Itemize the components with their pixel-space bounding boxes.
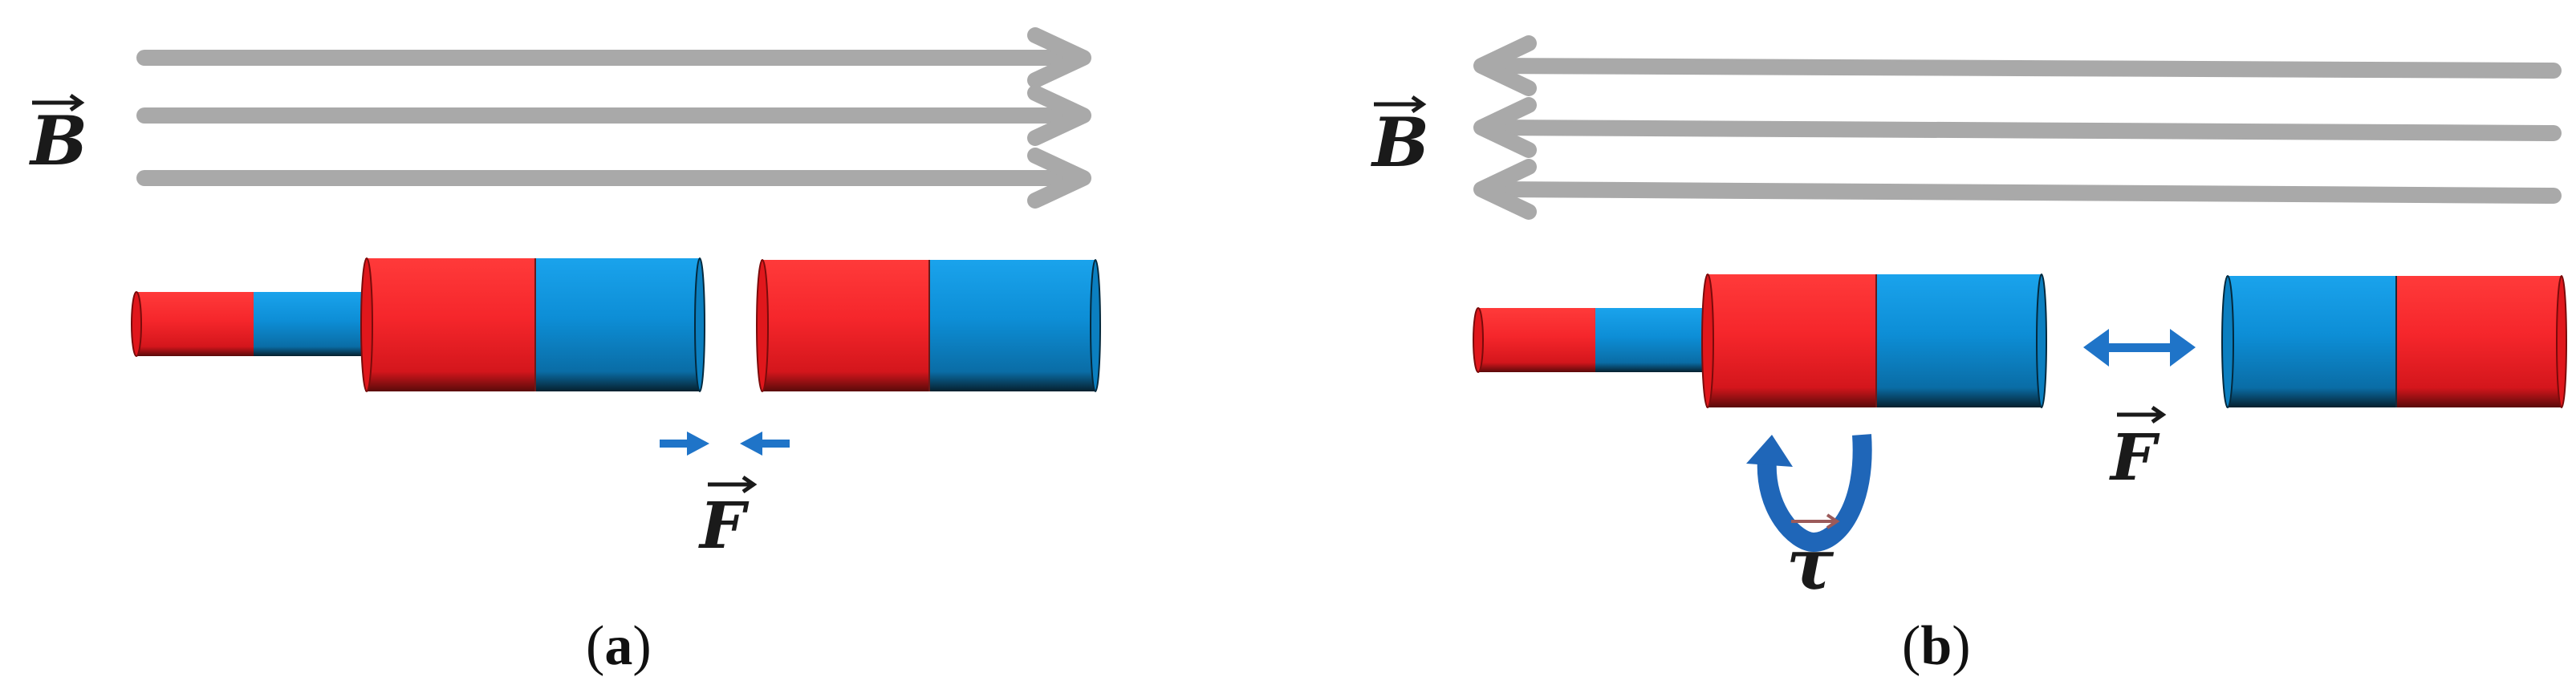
large-magnet-blue-segment: [535, 258, 700, 391]
magnet-right-b: [2221, 275, 2567, 408]
force-symbol-a: F: [698, 475, 758, 563]
field-symbol-a: B: [29, 93, 87, 180]
large-magnet-right-face: [2036, 274, 2047, 408]
magnet-blue-segment: [929, 260, 1095, 391]
force-vector-label: F: [2109, 419, 2160, 495]
attraction-arrows: [660, 432, 790, 456]
field-arrow-right: [136, 85, 1091, 146]
magnet-left-face: [756, 259, 769, 392]
torque-symbol: τ: [1786, 513, 1840, 606]
field-arrow-left: [1473, 97, 2562, 158]
small-magnet-red-segment: [135, 292, 254, 356]
magnet-blue-segment: [2226, 276, 2396, 407]
field-lines-b: [1473, 35, 2562, 220]
field-lines-a: [136, 27, 1091, 209]
large-magnet-end-cap: [1701, 274, 1714, 408]
vector-arrow-icon: [1791, 513, 1840, 529]
magnet-right-face: [2556, 275, 2567, 408]
arrow-left-icon: [740, 432, 790, 456]
vector-arrow-icon: [708, 475, 758, 494]
small-magnet-blue-segment: [254, 292, 366, 356]
large-magnet-right-face: [694, 257, 705, 392]
field-arrow-right: [136, 148, 1091, 209]
small-magnet-end-cap: [131, 291, 142, 357]
small-magnet-red-segment: [1477, 308, 1595, 372]
arrow-right-icon: [660, 432, 709, 456]
torque-arrow-icon: [1746, 434, 1872, 553]
large-magnet-red-segment: [1706, 274, 1876, 407]
force-symbol-b: F: [2109, 405, 2167, 495]
force-vector-label: F: [698, 488, 750, 563]
magnet-right-a: [756, 259, 1101, 392]
panel-b: B F: [1371, 35, 2567, 677]
field-vector-label: B: [1371, 103, 1429, 182]
magnet-red-segment: [761, 260, 929, 391]
magnet-right-face: [1090, 259, 1101, 392]
caption-a: (a): [586, 615, 652, 677]
large-magnet-blue-segment: [1876, 274, 2042, 407]
panel-a: B: [29, 27, 1101, 677]
field-arrow-left: [1473, 35, 2562, 96]
vector-arrow-icon: [1374, 95, 1427, 114]
field-arrow-left: [1473, 159, 2562, 220]
large-magnet-red-segment: [365, 258, 535, 391]
field-arrow-right: [136, 27, 1091, 88]
double-arrow-icon: [2083, 329, 2196, 367]
field-symbol-b: B: [1371, 95, 1429, 182]
small-magnet-end-cap: [1473, 307, 1484, 373]
torque-vector-label: τ: [1786, 522, 1834, 606]
caption-b: (b): [1902, 615, 1971, 677]
magnet-assembly-left-b: [1473, 274, 2047, 408]
magnet-red-segment: [2396, 276, 2562, 407]
field-vector-label: B: [29, 101, 87, 180]
vector-arrow-icon: [2117, 405, 2167, 424]
magnet-assembly-left-a: [131, 257, 705, 392]
vector-arrow-icon: [32, 93, 85, 112]
small-magnet-blue-segment: [1595, 308, 1708, 372]
large-magnet-end-cap: [360, 257, 373, 392]
magnet-left-face: [2221, 275, 2234, 408]
